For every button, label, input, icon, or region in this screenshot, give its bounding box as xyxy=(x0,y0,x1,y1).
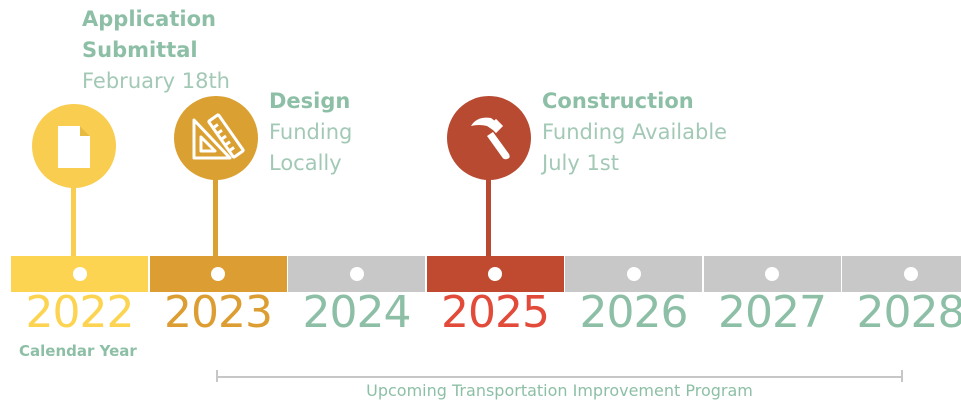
timeline-dot xyxy=(211,267,225,281)
milestone-application-circle xyxy=(32,104,116,188)
calendar-year-label: Calendar Year xyxy=(19,342,137,360)
timeline-segment-2023 xyxy=(149,256,287,292)
timeline-segment-2025 xyxy=(426,256,564,292)
milestone-application-date: February 18th xyxy=(82,69,230,93)
milestone-design-sub2: Locally xyxy=(269,151,342,175)
hammer-icon xyxy=(471,117,510,160)
program-bracket xyxy=(216,376,903,378)
ruler-triangle-icon xyxy=(192,113,245,160)
milestone-design-title: Design xyxy=(269,89,351,113)
year-label-2024: 2024 xyxy=(302,287,412,338)
timeline-dot xyxy=(349,267,364,281)
program-label: Upcoming Transportation Improvement Prog… xyxy=(366,381,753,400)
timeline-dot xyxy=(903,267,918,281)
year-label-2023: 2023 xyxy=(164,287,273,338)
milestone-construction-title: Construction xyxy=(542,89,694,113)
year-label-2028: 2028 xyxy=(856,287,961,338)
year-label-2026: 2026 xyxy=(579,287,689,338)
timeline-dot xyxy=(488,267,502,281)
milestone-design-circle xyxy=(174,96,258,180)
milestone-construction-sub1: Funding Available xyxy=(542,120,728,144)
timeline-dot xyxy=(626,267,641,281)
year-label-2025: 2025 xyxy=(441,287,550,338)
program-bracket-right-tick xyxy=(901,370,903,382)
milestone-application-stem xyxy=(71,176,76,258)
document-icon xyxy=(58,126,90,168)
milestone-construction-sub2: July 1st xyxy=(542,151,619,175)
timeline-segment-2024 xyxy=(288,256,425,292)
timeline-segment-2026 xyxy=(565,256,702,292)
timeline-segment-2022 xyxy=(11,256,148,292)
year-label-2027: 2027 xyxy=(718,287,827,338)
timeline-dot xyxy=(72,267,87,281)
milestone-construction-circle xyxy=(447,96,531,180)
timeline-dot xyxy=(765,267,779,281)
year-label-2022: 2022 xyxy=(25,287,135,338)
timeline-segment-2028 xyxy=(842,256,961,292)
milestone-design-sub1: Funding xyxy=(269,120,353,144)
milestone-application-title-line1: Application xyxy=(82,7,216,31)
milestone-construction-stem xyxy=(486,170,491,258)
milestone-application-title-line2: Submittal xyxy=(82,38,198,62)
timeline-segment-2027 xyxy=(703,256,841,292)
milestone-design-stem xyxy=(213,170,218,258)
